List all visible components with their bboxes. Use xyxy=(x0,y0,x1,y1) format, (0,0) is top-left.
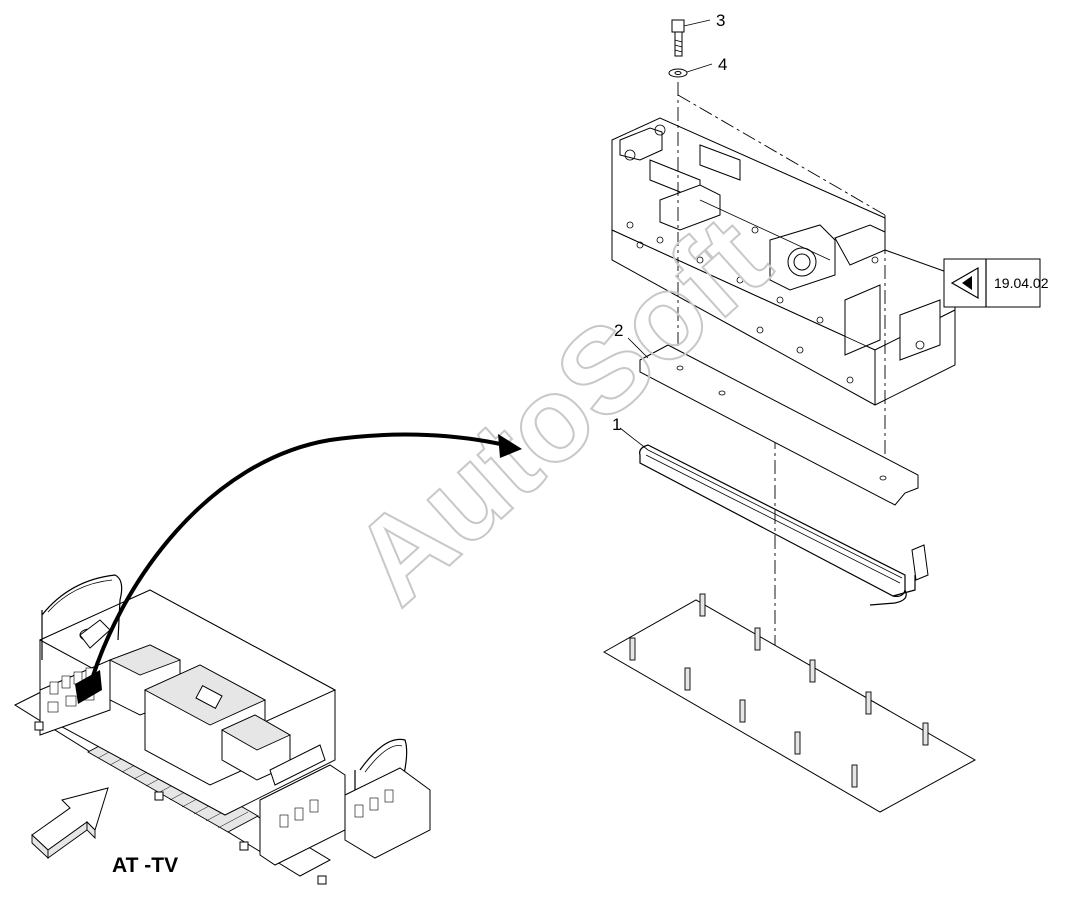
leader-line-2 xyxy=(627,337,649,359)
view-direction-arrow-icon xyxy=(31,787,109,860)
base-plate-part xyxy=(602,593,977,813)
paver-machine-overview xyxy=(13,574,431,885)
leader-line-4 xyxy=(686,63,713,73)
reference-label: 19.04.02 xyxy=(994,275,1049,291)
callout-2: 2 xyxy=(614,321,623,340)
leader-line-3 xyxy=(683,19,711,27)
reference-box: 19.04.02 xyxy=(943,258,1049,308)
view-label: AT -TV xyxy=(112,854,178,877)
leader-line-1 xyxy=(619,427,649,451)
frame-housing-part xyxy=(611,117,956,406)
stud-array xyxy=(629,593,929,788)
gasket-seal-part xyxy=(639,444,929,606)
callout-3: 3 xyxy=(716,11,725,30)
callout-1: 1 xyxy=(612,415,621,434)
eye-icon xyxy=(950,266,979,300)
callout-4: 4 xyxy=(718,55,727,74)
bolt-part xyxy=(671,19,685,57)
cover-plate-part xyxy=(639,344,919,506)
location-arrow xyxy=(86,432,522,693)
centerline-diagonal xyxy=(677,94,886,216)
washer-part xyxy=(668,68,688,78)
